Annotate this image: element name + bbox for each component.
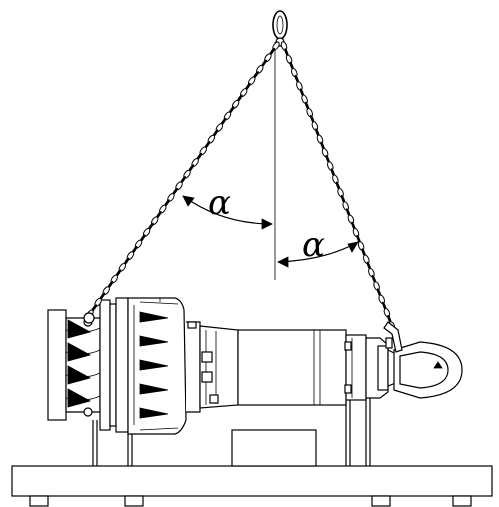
chain-link <box>363 254 370 265</box>
angle-label-left: α <box>208 183 231 223</box>
chain-link <box>337 187 344 198</box>
chain-link <box>373 281 380 291</box>
left-shackle <box>83 312 95 324</box>
chain-link <box>357 241 365 251</box>
chain-link <box>296 81 303 91</box>
base-skid <box>11 465 493 507</box>
chain-link <box>347 214 355 225</box>
chain-link <box>301 94 308 105</box>
housing-ribs <box>139 311 169 419</box>
angle-label-right: α <box>302 225 325 265</box>
chain-left <box>86 41 280 319</box>
chain-link <box>327 161 334 171</box>
chain-link <box>383 307 391 318</box>
chain-link <box>280 41 288 51</box>
chain-link <box>311 121 319 131</box>
chain-link <box>342 201 349 211</box>
right-shackle <box>383 321 403 353</box>
chain-right <box>280 41 396 331</box>
pump-body <box>47 297 463 435</box>
lifting-hook <box>272 10 288 47</box>
chain-link <box>378 294 385 305</box>
support-stands <box>92 395 371 467</box>
chain-link <box>316 134 324 145</box>
chain-link <box>285 54 293 65</box>
angle-arc-left <box>182 195 273 230</box>
angle-arc-right <box>277 241 359 268</box>
chain-link <box>332 174 339 185</box>
